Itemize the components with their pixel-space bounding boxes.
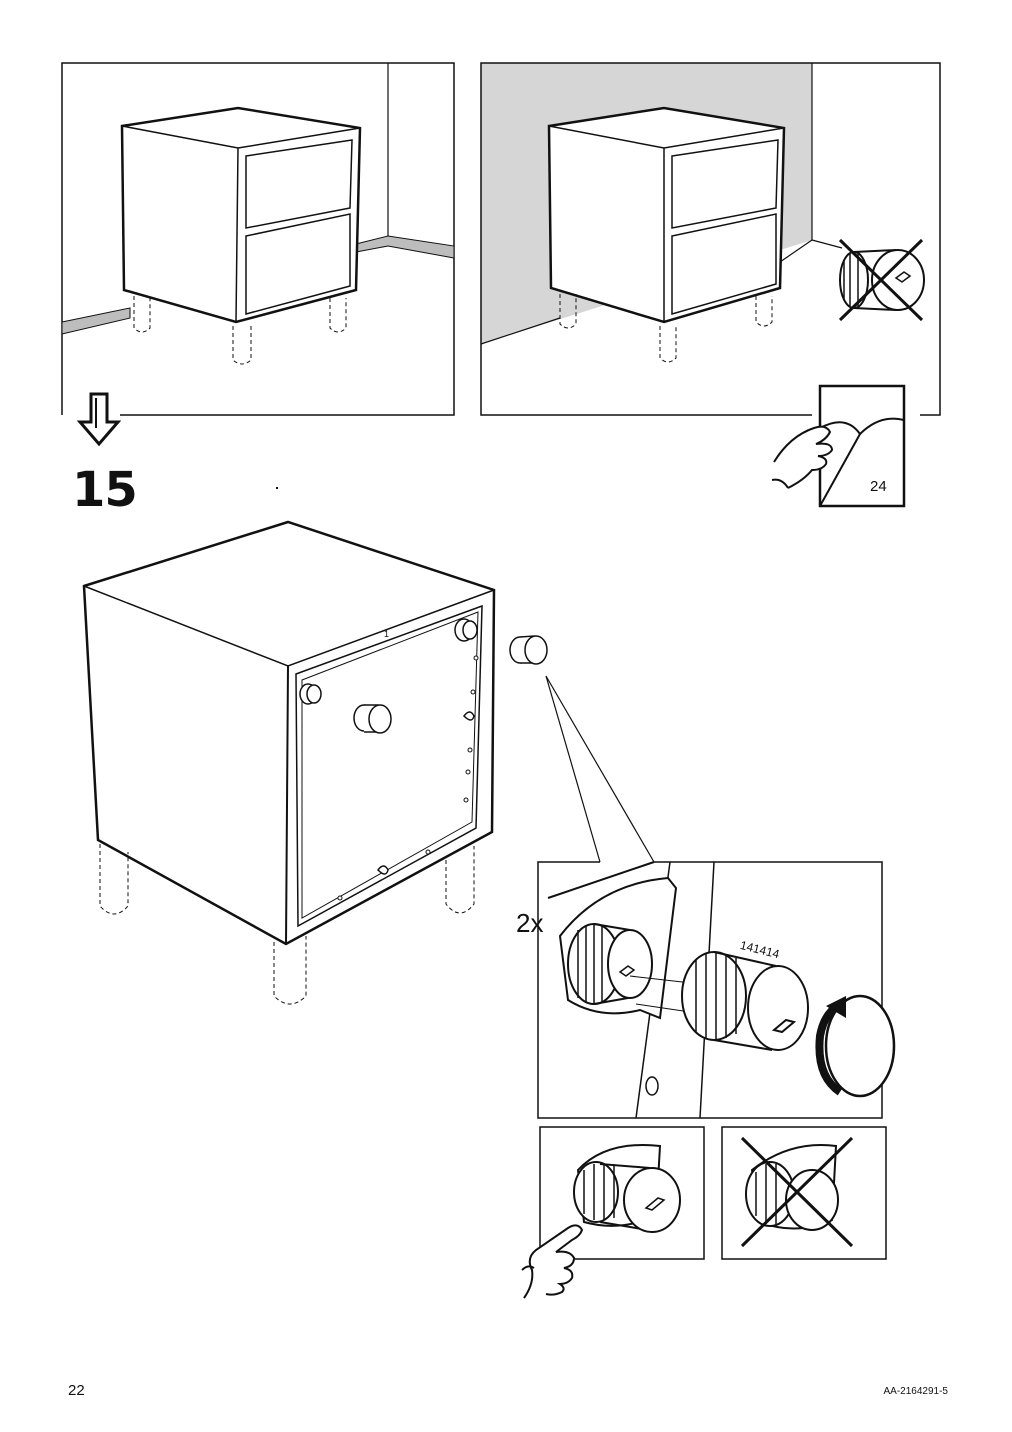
step-number: 15 [72, 462, 138, 518]
document-code: AA-2164291-5 [883, 1386, 949, 1397]
svg-text:1: 1 [384, 629, 389, 639]
page-number: 22 [68, 1382, 85, 1399]
press-hand-icon [521, 1224, 584, 1299]
page-turn-hand-icon [771, 384, 906, 508]
arrow-down-icon [76, 392, 122, 447]
rotate-arrow-icon [815, 994, 896, 1098]
quantity-label: 2x [516, 908, 544, 938]
cross-out-icon [838, 238, 925, 322]
reference-page-number: 24 [870, 478, 887, 495]
stray-dot [276, 487, 278, 489]
